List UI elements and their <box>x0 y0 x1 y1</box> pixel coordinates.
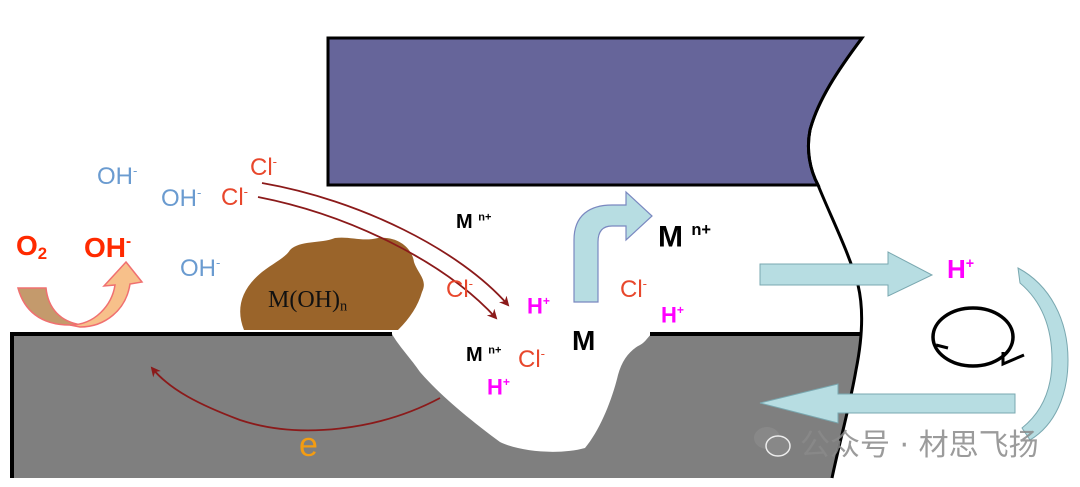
chloride-ion-label-3: Cl- <box>446 276 474 304</box>
passive-film <box>326 36 865 187</box>
inflow-arrow <box>759 383 1016 424</box>
chloride-ion-label-5: Cl- <box>518 346 546 374</box>
chloride-ion-label-1: Cl- <box>250 154 278 182</box>
hydroxide-ion-label-1: OH- <box>97 163 138 191</box>
oh-arrow <box>69 260 144 328</box>
chloride-path-arrow-2 <box>257 196 498 320</box>
chloride-path-arrow-1 <box>261 182 510 307</box>
return-arc-arrow <box>1017 267 1069 441</box>
wechat-icon <box>754 427 791 457</box>
outflow-arrow <box>759 251 934 297</box>
proton-label-1: H+ <box>527 293 550 319</box>
circulation-loop-tick-right <box>1001 352 1025 367</box>
proton-label-2: H+ <box>661 302 684 328</box>
metal-ion-label-2: M n+ <box>658 220 712 254</box>
hydroxide-deposit-label: M(OH)n <box>268 287 348 315</box>
hydroxide-ion-label-2: OH- <box>161 185 202 213</box>
metal-ion-release-arrow <box>573 190 653 303</box>
cathode-hydroxide-label: OH- <box>84 232 132 263</box>
o2-arrow <box>17 287 83 326</box>
watermark-text: 公众号 · 材思飞扬 <box>800 428 1039 463</box>
hydroxide-deposit <box>240 237 424 330</box>
boundary-curve <box>806 37 864 479</box>
electron-label: e <box>299 426 318 464</box>
metal-ion-label-1: M n+ <box>456 211 492 233</box>
hydroxide-ion-label-3: OH- <box>180 255 221 283</box>
metal-label: M <box>572 325 596 356</box>
proton-label-4: H+ <box>947 254 975 284</box>
circulation-loop-tick-left <box>935 343 949 350</box>
circulation-loop <box>931 306 1015 368</box>
chloride-ion-label-2: Cl- <box>221 184 249 212</box>
watermark: 公众号 · 材思飞扬 <box>752 420 1039 464</box>
metal-ion-label-3: M n+ <box>466 344 502 366</box>
metal-substrate <box>12 334 860 478</box>
oxygen-label: O2 <box>16 230 48 264</box>
metal-top-edge <box>10 332 392 478</box>
chloride-ion-label-4: Cl- <box>620 276 648 304</box>
electron-flow-arrow <box>150 366 441 432</box>
proton-label-3: H+ <box>487 374 510 400</box>
